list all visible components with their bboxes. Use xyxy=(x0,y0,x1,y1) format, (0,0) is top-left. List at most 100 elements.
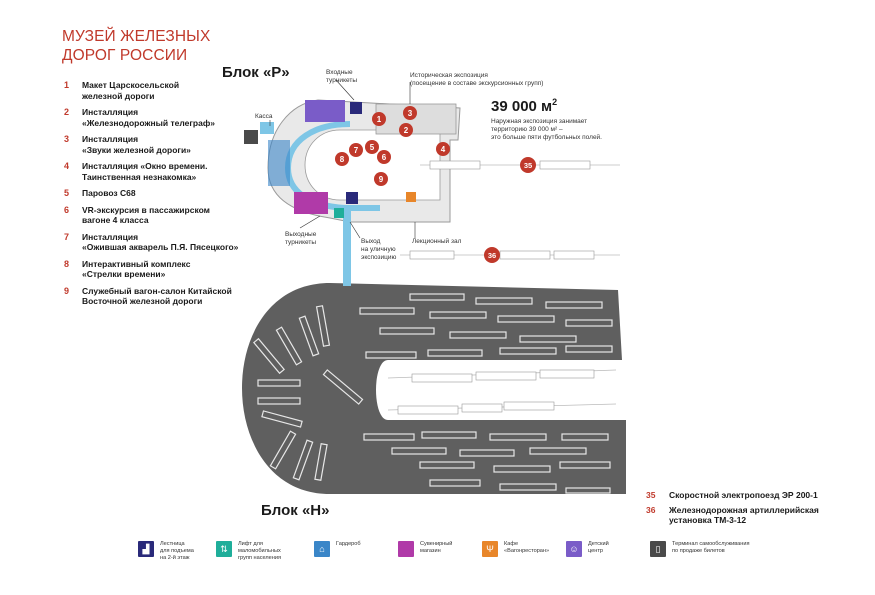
legend-item: 6 VR-экскурсия в пассажирском вагоне 4 кл… xyxy=(64,205,254,226)
icon-legend-text: Лестница для подъема на 2-й этаж xyxy=(160,541,194,561)
icon-legend-item: ▯ Терминал самообслуживания по продаже б… xyxy=(650,541,772,557)
lecture-hall-label: Лекционный зал xyxy=(412,238,462,245)
marker-8 xyxy=(335,152,349,166)
legend-number: 9 xyxy=(64,285,70,296)
marker-2-label: 2 xyxy=(404,126,409,135)
legend-text: Скоростной электропоезд ЭР 200-1 xyxy=(669,490,818,500)
legend-text: Служебный вагон-салон Китайской Восточно… xyxy=(82,285,232,307)
legend-number: 1 xyxy=(64,80,70,90)
legend-text: Инсталляция «Железнодорожный телеграф» xyxy=(82,107,215,128)
marker-4 xyxy=(436,142,450,156)
block-p-hall xyxy=(375,103,457,135)
exit-turnstiles-label: Выходные турникеты xyxy=(285,231,317,246)
legend-item: 3 Инсталляция «Звуки железной дороги» xyxy=(64,134,254,155)
legend-number: 8 xyxy=(64,258,70,269)
legend-number: 3 xyxy=(64,134,70,144)
cafe-glyph: Ψ xyxy=(486,544,494,554)
legend-item: 35 Скоростной электропоезд ЭР 200-1 xyxy=(646,490,846,501)
icon-legend-text: Детский центр xyxy=(588,541,609,554)
icon-legend-text: Сувенирный магазин xyxy=(420,541,453,554)
marker-7 xyxy=(349,143,363,157)
marker-3 xyxy=(403,106,417,120)
icon-legend-item: ⌂ Гардероб xyxy=(314,541,396,557)
legend-text: Инсталляция «Окно времени. Таинственная … xyxy=(82,161,208,182)
area-stat: 39 000 м2 xyxy=(491,97,557,115)
title-text: МУЗЕЙ ЖЕЛЕЗНЫХ ДОРОГ РОССИИ xyxy=(62,28,211,64)
block-p-inner xyxy=(304,129,441,201)
exit-street-label: Выход на уличную экспозицию xyxy=(361,238,397,261)
legend-text: Макет Царскосельской железной дороги xyxy=(82,80,180,101)
legend-text: Железнодорожная артиллерийская установка… xyxy=(669,504,819,526)
stairs-glyph: ▟ xyxy=(142,543,150,554)
legend-number: 2 xyxy=(64,107,70,117)
icon-legend-item: Сувенирный магазин xyxy=(398,541,480,557)
area-stat-value: 39 000 м xyxy=(491,98,553,115)
legend-number: 35 xyxy=(646,490,656,500)
legend-text: Паровоз С68 xyxy=(82,188,136,198)
legend-text: Интерактивный комплекс «Стрелки времени» xyxy=(82,258,191,280)
marker-1 xyxy=(372,112,386,126)
stairs-icon: ▟ xyxy=(138,541,154,557)
marker-5 xyxy=(365,140,379,154)
icon-legend-text: Терминал самообслуживания по продаже бил… xyxy=(672,541,750,554)
legend-number: 6 xyxy=(64,204,70,215)
entry-turnstiles-label: Входные турникеты xyxy=(326,69,358,84)
marker-36 xyxy=(484,247,500,263)
icon-legend-item: ⇅ Лифт для маломобильных групп населения xyxy=(216,541,298,562)
marker-5-label: 5 xyxy=(370,143,375,152)
marker-9-label: 9 xyxy=(379,175,384,184)
area-stat-unit: 2 xyxy=(552,97,558,107)
icon-legend-item: ☺ Детский центр xyxy=(566,541,648,557)
legend-number: 7 xyxy=(64,231,70,242)
exhibit-markers: 1 2 3 4 5 6 7 8 9 35 36 xyxy=(335,106,536,263)
legend-item: 1 Макет Царскосельской железной дороги xyxy=(64,80,254,101)
shop-area xyxy=(294,192,328,214)
stairs-marker xyxy=(350,102,362,114)
legend-item: 9 Служебный вагон-салон Китайской Восточн… xyxy=(64,286,254,307)
block-n-label: Блок «Н» xyxy=(261,502,330,519)
outside-tracks xyxy=(400,160,620,260)
shop-icon xyxy=(398,541,414,557)
lift-marker xyxy=(334,208,344,218)
marker-1-label: 1 xyxy=(377,115,382,124)
historical-exhibit-label: Историческая экспозиция (посещение в сос… xyxy=(410,72,544,87)
icon-legend-item: Ψ Кафе «Вагонресторан» xyxy=(482,541,564,557)
lift-icon: ⇅ xyxy=(216,541,232,557)
legend-item: 8 Интерактивный комплекс «Стрелки времени… xyxy=(64,259,254,280)
icon-legend: ▟ Лестница для подъема на 2-й этаж ⇅ Лиф… xyxy=(138,541,838,571)
marker-35-label: 35 xyxy=(524,161,532,170)
kids-glyph: ☺ xyxy=(569,544,579,554)
kids-area xyxy=(305,100,345,122)
icon-legend-text: Лифт для маломобильных групп населения xyxy=(238,541,282,561)
marker-6-label: 6 xyxy=(382,153,387,162)
legend-item: 2 Инсталляция «Железнодорожный телеграф» xyxy=(64,107,254,128)
marker-35 xyxy=(520,157,536,173)
icon-legend-text: Гардероб xyxy=(336,541,361,547)
kids-icon: ☺ xyxy=(566,541,582,557)
block-n-tracks xyxy=(387,369,617,415)
marker-3-label: 3 xyxy=(408,109,413,118)
legend-text: Инсталляция «Ожившая акварель П.Я. Пясец… xyxy=(82,231,239,253)
legend-text: VR-экскурсия в пассажирском вагоне 4 кла… xyxy=(82,204,210,226)
cafe-marker xyxy=(406,192,416,202)
stairs-marker xyxy=(346,192,358,204)
block-p-label: Блок «Р» xyxy=(222,64,290,81)
legend-text: Инсталляция «Звуки железной дороги» xyxy=(82,134,191,155)
marker-6 xyxy=(377,150,391,164)
wardrobe-glyph: ⌂ xyxy=(319,544,325,554)
lift-glyph: ⇅ xyxy=(220,543,228,554)
legend-item: 7 Инсталляция «Ожившая акварель П.Я. Пясе… xyxy=(64,232,254,253)
corridor-exit xyxy=(343,210,351,286)
wardrobe-area xyxy=(268,140,290,186)
kassa-desk xyxy=(260,122,274,134)
marker-4-label: 4 xyxy=(441,145,446,154)
marker-9 xyxy=(374,172,388,186)
marker-36-label: 36 xyxy=(488,251,496,260)
